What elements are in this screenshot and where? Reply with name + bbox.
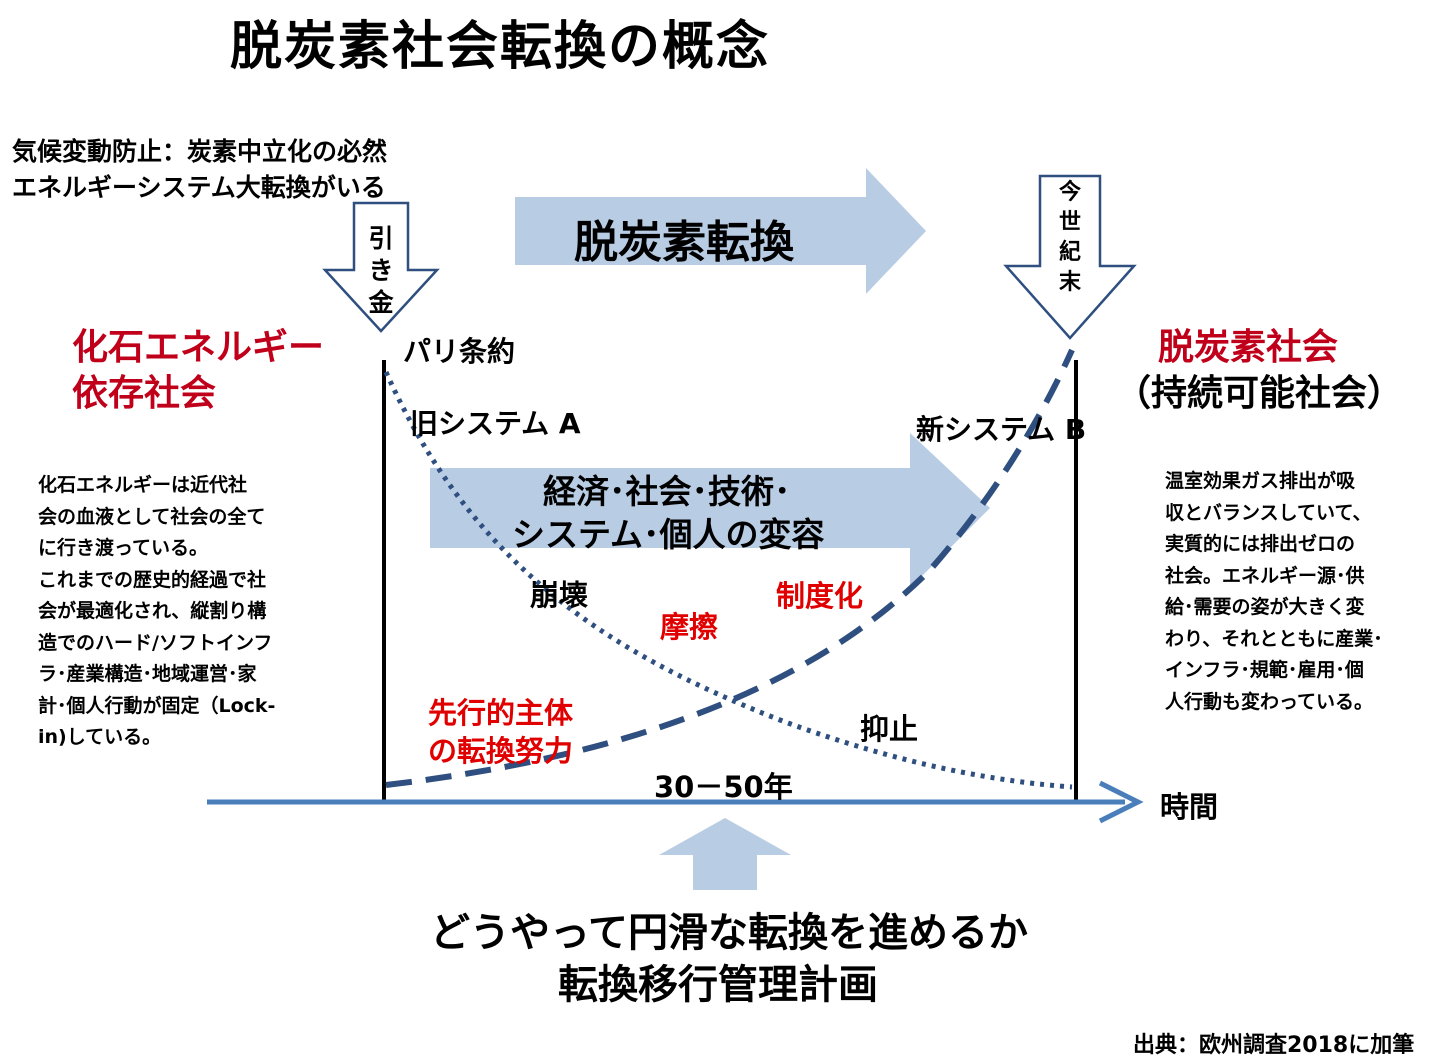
- bottom-plan-label: 転換移行管理計画: [558, 962, 878, 1008]
- left-desc-line: in)している。: [38, 726, 162, 748]
- left-desc-line: 会が最適化され、縦割り構: [38, 600, 267, 622]
- fossil-society-line-1: 化石エネルギー: [72, 327, 325, 368]
- trigger-char-2: き: [368, 256, 394, 285]
- paris-agreement-label: パリ条約: [403, 335, 516, 368]
- period-label: 30－50年: [654, 770, 793, 804]
- mid-arrow-line-2: システム･個人の変容: [512, 515, 825, 554]
- left-desc-line: これまでの歴史的経過で社: [38, 568, 267, 591]
- suppress-label: 抑止: [860, 712, 919, 746]
- pioneer-effort-line-2: の転換努力: [428, 734, 574, 768]
- century-char-1: 今: [1058, 180, 1081, 205]
- pioneer-effort-line-1: 先行的主体: [428, 696, 574, 730]
- right-desc-line: インフラ･規範･雇用･個: [1165, 659, 1364, 681]
- right-desc-line: 温室効果ガス排出が吸: [1165, 470, 1356, 492]
- old-system-label: 旧システム A: [410, 407, 581, 440]
- friction-label: 摩擦: [660, 610, 719, 644]
- page-title: 脱炭素社会転換の概念: [230, 17, 771, 77]
- collapse-label: 崩壊: [530, 578, 589, 612]
- top-arrow-label: 脱炭素転換: [574, 217, 794, 268]
- right-desc-line: 社会。エネルギー源･供: [1165, 564, 1365, 587]
- trigger-arrow-label: 引 き 金: [364, 223, 398, 319]
- decarbonized-society-label: 脱炭素社会: [1158, 327, 1339, 368]
- time-axis-label: 時間: [1160, 790, 1219, 824]
- trigger-down-arrow: [322, 201, 440, 333]
- middle-transformation-arrow: [430, 433, 990, 588]
- time-axis-arrowhead: [1098, 780, 1144, 824]
- fossil-society-line-2: 依存社会: [72, 373, 217, 414]
- century-char-3: 紀: [1058, 240, 1081, 265]
- top-transition-arrow: [515, 168, 926, 294]
- old-system-decline-curve: [383, 370, 1073, 790]
- right-desc-line: 給･需要の姿が大きく変: [1165, 596, 1365, 618]
- left-desc-line: に行き渡っている。: [38, 537, 209, 559]
- fossil-society-description: 化石エネルギーは近代社 会の血液として社会の全て に行き渡っている。 これまでの…: [38, 470, 275, 754]
- century-end-down-arrow: [1003, 174, 1137, 340]
- institutionalize-label: 制度化: [776, 579, 864, 613]
- century-char-4: 末: [1058, 270, 1081, 295]
- left-desc-line: 化石エネルギーは近代社: [38, 474, 248, 496]
- intro-line-1: 気候変動防止：炭素中立化の必然: [12, 137, 388, 166]
- left-desc-line: 計･個人行動が固定（Lock-: [38, 694, 276, 717]
- left-desc-line: 造でのハード/ソフトインフ: [38, 631, 273, 654]
- century-char-2: 世: [1058, 210, 1081, 235]
- mid-arrow-line-1: 経済･社会･技術･: [543, 472, 791, 511]
- new-system-label: 新システム B: [916, 413, 1087, 446]
- new-system-growth-curve: [385, 348, 1075, 788]
- trigger-char-1: 引: [368, 224, 394, 253]
- bottom-up-arrow: [659, 818, 791, 890]
- right-desc-line: わり、それとともに産業･: [1165, 627, 1383, 650]
- left-desc-line: 会の血液として社会の全て: [38, 505, 266, 528]
- trigger-char-3: 金: [368, 288, 394, 317]
- left-desc-line: ラ･産業構造･地域運営･家: [38, 663, 257, 685]
- intro-line-2: エネルギーシステム大転換がいる: [12, 173, 386, 202]
- right-desc-line: 収とバランスしていて、: [1165, 501, 1372, 524]
- century-end-arrow-label: 今 世 紀 末: [1052, 178, 1088, 298]
- right-desc-line: 人行動も変わっている。: [1165, 690, 1374, 713]
- decarbonized-society-description: 温室効果ガス排出が吸 収とバランスしていて、 実質的には排出ゼロの 社会。エネル…: [1165, 466, 1383, 718]
- source-citation: 出典：欧州調査2018に加筆: [1133, 1033, 1415, 1058]
- sustainable-society-label: （持続可能社会）: [1115, 373, 1404, 414]
- right-desc-line: 実質的には排出ゼロの: [1165, 533, 1356, 555]
- bottom-question: どうやって円滑な転換を進めるか: [430, 910, 1028, 956]
